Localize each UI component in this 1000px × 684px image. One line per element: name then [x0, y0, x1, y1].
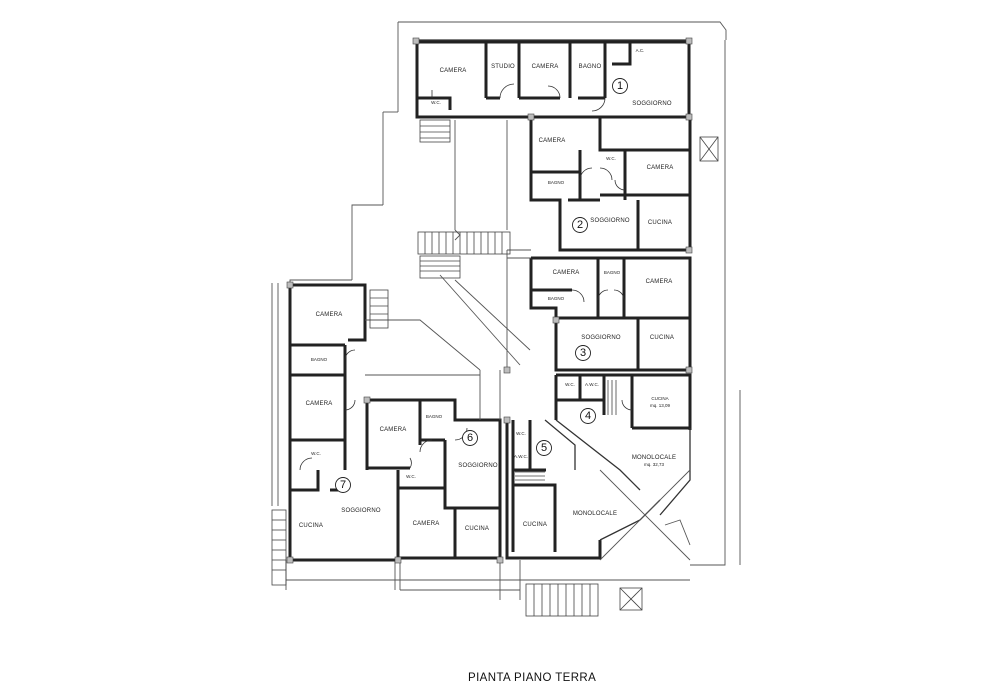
room-u2-camera2: CAMERA: [647, 165, 674, 171]
unit-3-walls: [529, 256, 692, 372]
room-u4-awc: A.W.C.: [585, 382, 599, 387]
room-u4-wc: W.C.: [565, 382, 575, 387]
room-u6-cucina: CUCINA: [465, 526, 489, 532]
room-u3-camera2: CAMERA: [646, 279, 673, 285]
unit-marker-6: 6: [462, 430, 478, 446]
unit-6-walls: [365, 398, 502, 560]
svg-text:1: 1: [617, 80, 623, 92]
room-u1-wc: W.C.: [431, 100, 441, 105]
pillars: [286, 37, 693, 564]
cross-elements: [599, 136, 719, 611]
room-u4-cucina: CUCINA: [651, 396, 668, 401]
unit-marker-1: 1: [612, 78, 628, 94]
unit-1-walls: [415, 39, 691, 119]
room-u1-ac: A.C.: [636, 48, 645, 53]
svg-text:6: 6: [467, 432, 473, 444]
stairs: [271, 119, 599, 617]
room-u1-bagno: BAGNO: [579, 64, 602, 70]
room-u4-monolocale-area: mq. 32,73: [644, 462, 665, 467]
unit-marker-3: 3: [575, 345, 591, 361]
room-u7-bagno: BAGNO: [311, 357, 328, 362]
room-u3-bagno2: BAGNO: [548, 296, 565, 301]
room-u6-wc: W.C.: [406, 474, 416, 479]
room-u5-cucina: CUCINA: [523, 522, 547, 528]
room-u5-awc: A.W.C.: [514, 454, 528, 459]
room-u1-camera: CAMERA: [440, 68, 467, 74]
unit-7-walls: [288, 283, 398, 562]
room-u7-soggiorno: SOGGIORNO: [341, 508, 381, 514]
room-u3-cucina: CUCINA: [650, 335, 674, 341]
room-u7-wc: W.C.: [311, 451, 321, 456]
unit-markers: 1 2 3 4 5 6 7: [335, 78, 628, 493]
unit-marker-2: 2: [572, 217, 588, 233]
room-u6-soggiorno: SOGGIORNO: [458, 463, 498, 469]
svg-text:7: 7: [340, 479, 346, 491]
room-u3-bagno: BAGNO: [604, 270, 621, 275]
svg-text:2: 2: [577, 219, 583, 231]
room-u2-soggiorno: SOGGIORNO: [590, 218, 630, 224]
room-u7-camera: CAMERA: [316, 312, 343, 318]
room-u6-camera2: CAMERA: [413, 521, 440, 527]
room-u6-camera: CAMERA: [380, 427, 407, 433]
unit-marker-7: 7: [335, 477, 351, 493]
room-u4-cucina-area: mq. 13,09: [650, 403, 671, 408]
room-u7-cucina: CUCINA: [299, 523, 323, 529]
room-u7-camera2: CAMERA: [306, 401, 333, 407]
room-u2-bagno: BAGNO: [548, 180, 565, 185]
room-labels: CAMERA STUDIO CAMERA BAGNO A.C. SOGGIORN…: [299, 48, 676, 532]
unit-2-walls: [529, 117, 692, 252]
drawing-title: PIANTA PIANO TERRA: [468, 672, 596, 684]
room-u2-cucina: CUCINA: [648, 220, 672, 226]
room-u5-monolocale: MONOLOCALE: [573, 511, 617, 517]
room-u2-wc: W.C.: [606, 156, 616, 161]
room-u6-bagno: BAGNO: [426, 414, 443, 419]
unit-marker-5: 5: [536, 440, 552, 456]
room-u3-camera: CAMERA: [553, 270, 580, 276]
room-u1-camera2: CAMERA: [532, 64, 559, 70]
room-u1-soggiorno: SOGGIORNO: [632, 101, 672, 107]
room-u1-studio: STUDIO: [491, 64, 515, 70]
room-u5-wc: W.C.: [516, 431, 526, 436]
courtyard-lines: [365, 120, 531, 420]
room-u3-soggiorno: SOGGIORNO: [581, 335, 621, 341]
unit-marker-4: 4: [580, 408, 596, 424]
room-u4-monolocale: MONOLOCALE: [632, 455, 676, 461]
site-outline: [271, 21, 741, 600]
room-u2-camera: CAMERA: [539, 138, 566, 144]
svg-text:3: 3: [580, 347, 586, 359]
svg-text:4: 4: [585, 410, 591, 422]
svg-text:5: 5: [541, 442, 547, 454]
unit-4-walls: [554, 373, 692, 516]
